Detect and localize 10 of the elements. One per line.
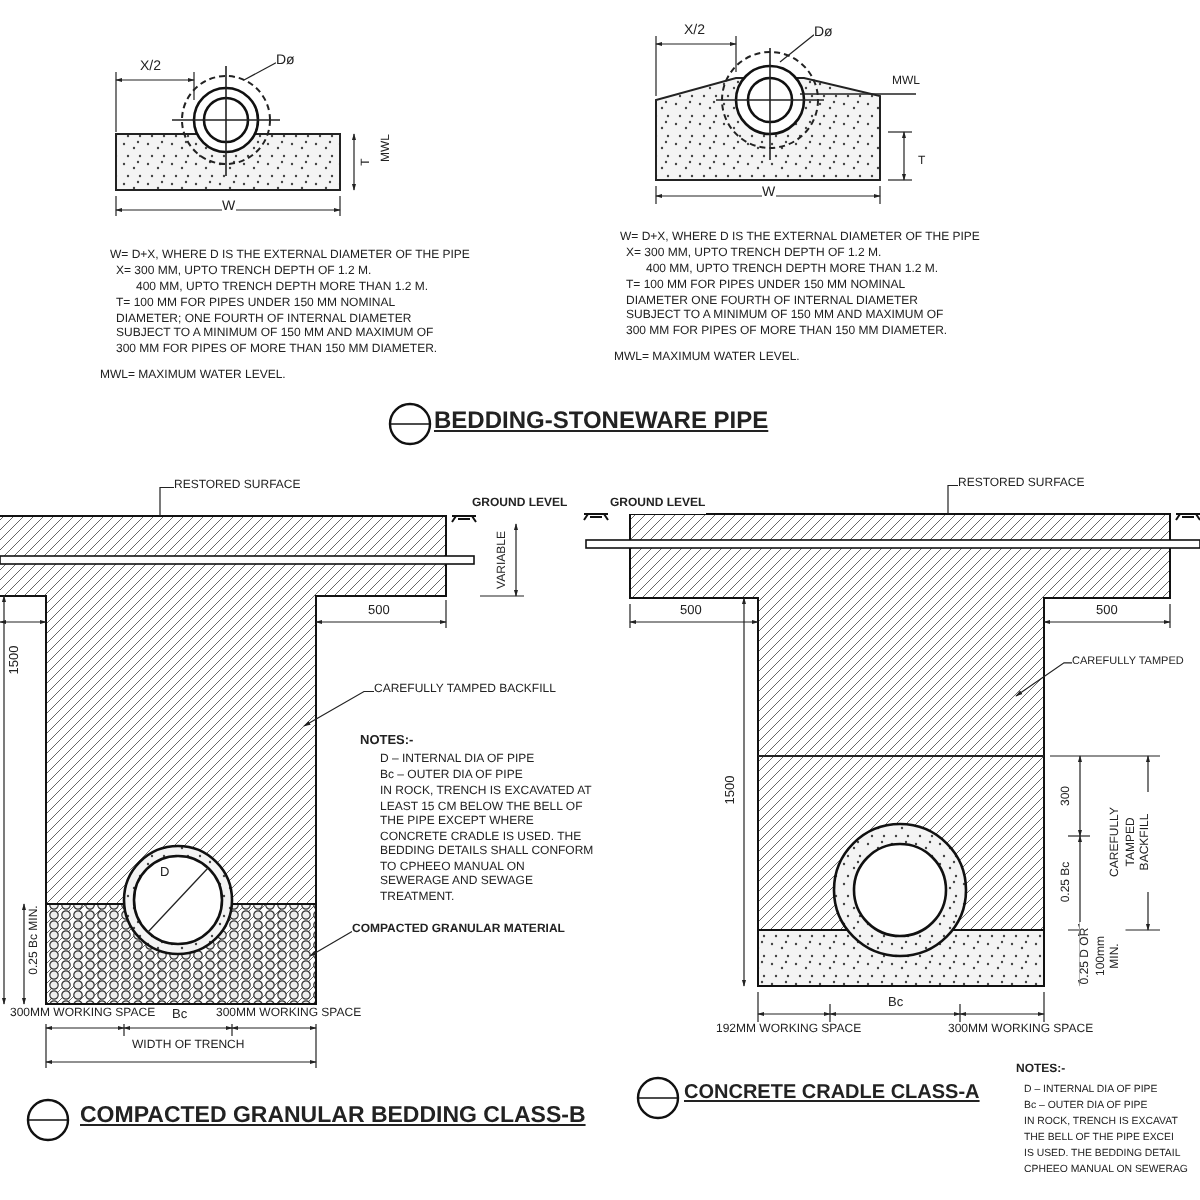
section-title: BEDDING-STONEWARE PIPE	[434, 406, 769, 436]
leader-line	[303, 690, 375, 727]
leader-line	[779, 34, 815, 63]
section-title: CONCRETE CRADLE CLASS-A	[684, 1082, 980, 1107]
section-title: COMPACTED GRANULAR BEDDING CLASS-B	[80, 1102, 586, 1131]
leader-line	[309, 930, 353, 957]
leader-line	[947, 484, 959, 515]
leader-line	[159, 486, 175, 517]
leader-line	[1015, 662, 1073, 697]
leader-line	[243, 62, 277, 81]
